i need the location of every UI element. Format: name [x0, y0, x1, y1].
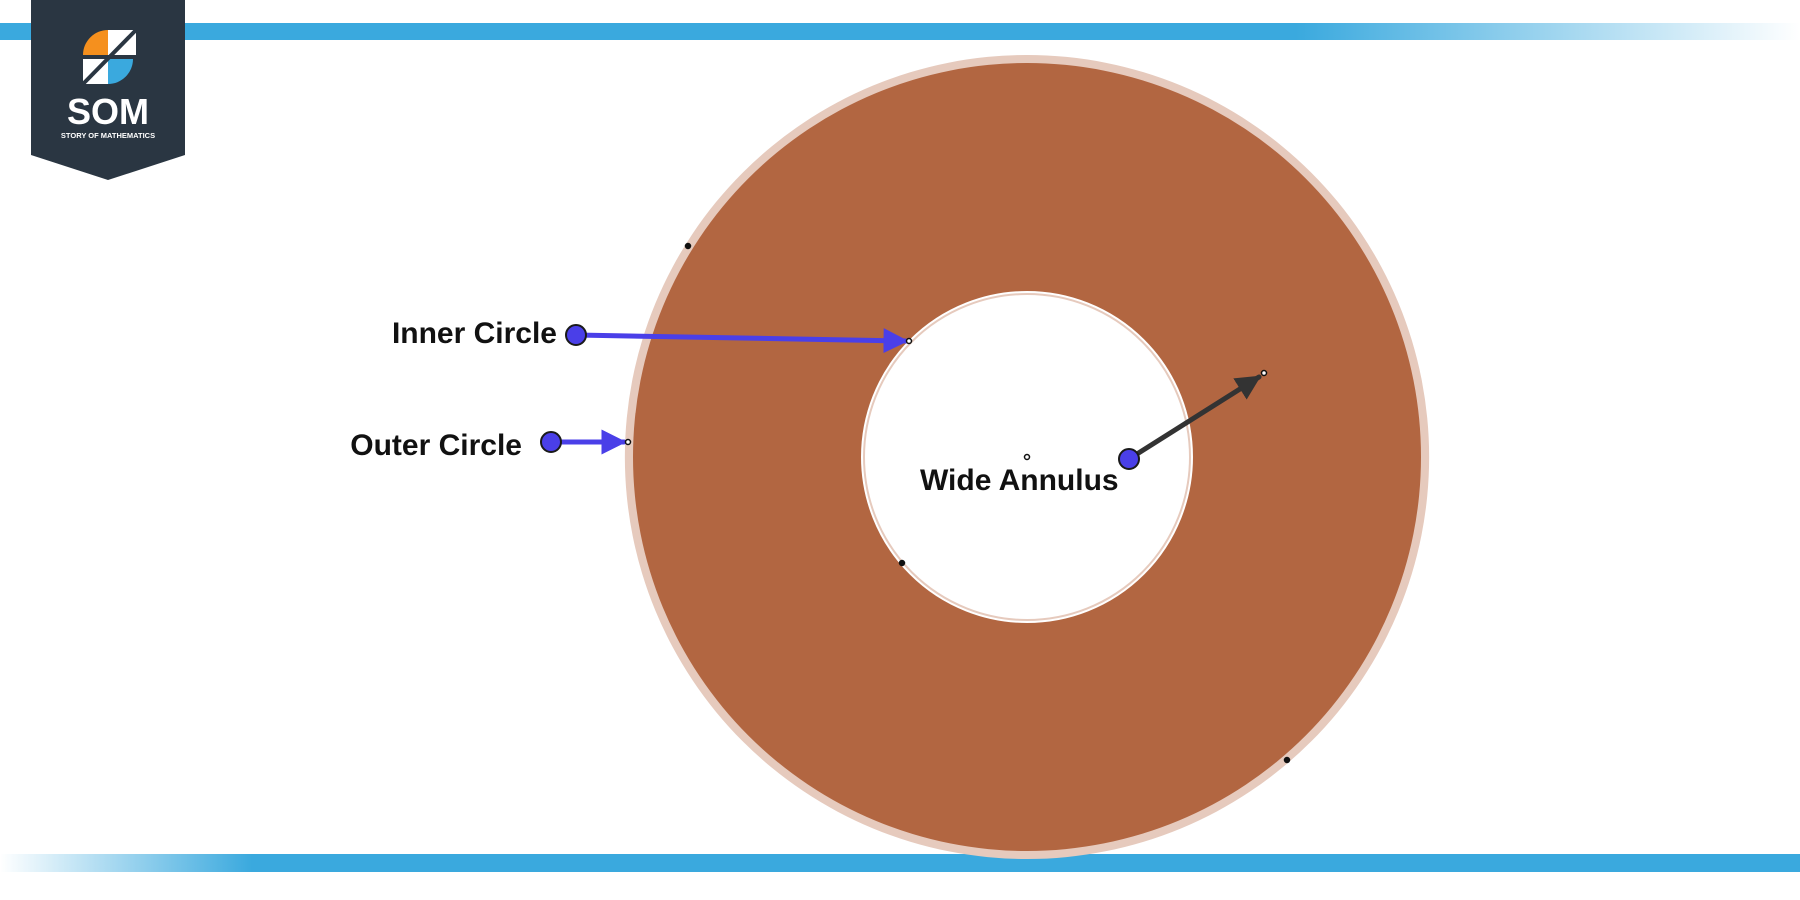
som-logo: SOM STORY OF MATHEMATICS: [31, 0, 185, 180]
outer-point-upper-left: [684, 242, 692, 250]
outer-circle-handle: [540, 431, 562, 453]
logo-tagline: STORY OF MATHEMATICS: [61, 131, 155, 140]
annulus: [624, 54, 1430, 860]
wide-annulus-target-point: [1260, 369, 1268, 377]
wide-annulus-pointer: [1118, 369, 1268, 470]
construction-points: [684, 242, 1291, 764]
outer-point-lower-right: [1283, 756, 1291, 764]
wide-annulus-arrow: [1126, 374, 1262, 462]
outer-circle-target-point: [624, 438, 632, 446]
inner-circle-pointer: [565, 324, 913, 354]
center-point: [1023, 453, 1031, 461]
logo-name: SOM: [67, 91, 149, 132]
inner-circle-halo-line: [863, 293, 1191, 621]
top-stripe: [0, 23, 1800, 40]
wide-annulus-handle: [1118, 448, 1140, 470]
inner-point-lower-left: [898, 559, 906, 567]
outer-circle-pointer: [540, 429, 632, 455]
wide-annulus-label: Wide Annulus: [920, 464, 1119, 497]
inner-circle-target-point: [905, 337, 913, 345]
annulus-fill: [633, 63, 1421, 851]
inner-circle-label: Inner Circle: [392, 317, 557, 350]
bottom-stripe: [0, 854, 1800, 872]
outer-circle-label: Outer Circle: [350, 429, 522, 462]
inner-circle-handle: [565, 324, 587, 346]
logo-badge: [31, 0, 185, 180]
logo-mark-icon: [81, 28, 138, 86]
inner-circle-arrow: [573, 328, 909, 354]
